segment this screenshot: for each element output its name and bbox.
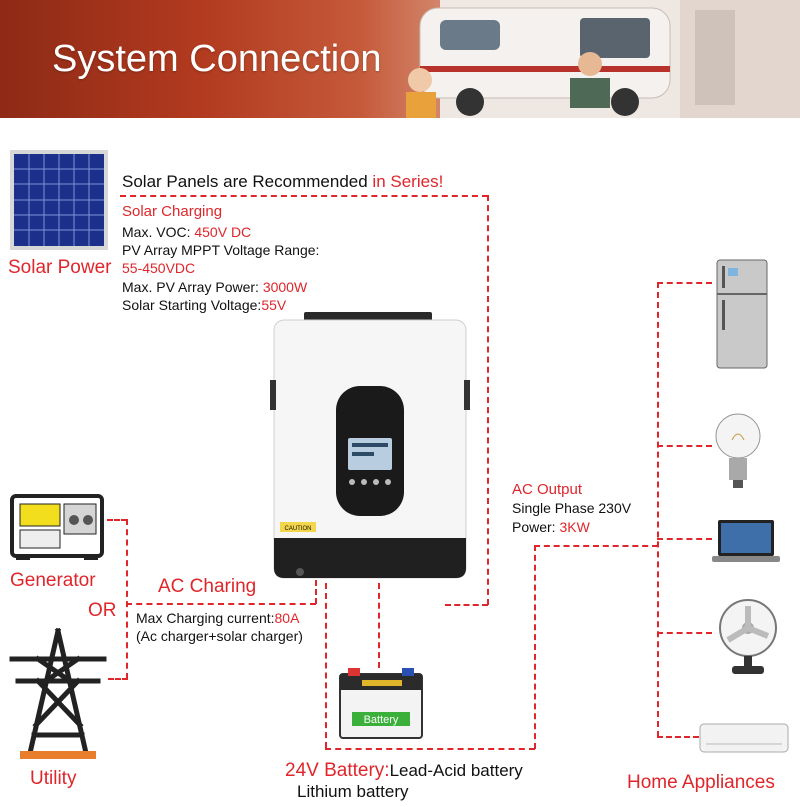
- or-label: OR: [88, 600, 117, 621]
- utility-label: Utility: [30, 768, 77, 789]
- battery-voltage: 24V Battery:: [285, 760, 390, 781]
- header-banner: System Connection: [0, 0, 800, 118]
- ac-charging-title: AC Charing: [158, 576, 257, 597]
- solar-start-label: Solar Starting Voltage:: [122, 297, 262, 313]
- battery-icon: Battery: [339, 668, 423, 739]
- light-bulb-icon: [715, 413, 761, 488]
- electric-fan-icon: [719, 599, 777, 674]
- ac-unit-link: [657, 736, 699, 738]
- solar-mppt-label: PV Array MPPT Voltage Range:: [122, 242, 320, 258]
- home-appliances-label: Home Appliances: [627, 772, 775, 793]
- solar-voc-value: 450V DC: [194, 224, 252, 240]
- solar-power-row: Max. PV Array Power: 3000W: [122, 279, 307, 295]
- battery-type-row: 24V Battery:Lead-Acid battery: [285, 760, 523, 782]
- ac-output-power-label: Power:: [512, 519, 556, 535]
- ac-charging-current-label: Max Charging current:: [136, 610, 275, 626]
- generator-link: [107, 519, 127, 521]
- solar-mppt-value: 55-450VDC: [122, 260, 196, 276]
- utility-tower-icon: [9, 628, 107, 759]
- solar-start-value: 55V: [261, 297, 287, 313]
- rv-camping-photo: [406, 0, 800, 118]
- battery-link-terminal: [378, 583, 380, 668]
- solar-headline-emphasis: in Series!: [372, 172, 444, 191]
- caution-sticker-text: CAUTION: [285, 526, 312, 532]
- battery-sticker-text: Battery: [364, 714, 399, 726]
- ac-charge-drop: [315, 580, 317, 604]
- bulb-link: [657, 445, 712, 447]
- refrigerator-icon: [716, 259, 768, 369]
- solar-headline: Solar Panels are Recommended in Series!: [122, 172, 443, 192]
- solar-pv-power-label: Max. PV Array Power:: [122, 279, 259, 295]
- inverter-unit-icon: CAUTION: [270, 312, 470, 579]
- ac-output-title: AC Output: [512, 481, 583, 498]
- air-conditioner-icon: [699, 723, 789, 753]
- fridge-link: [657, 282, 712, 284]
- battery-type-lead-acid: Lead-Acid battery: [389, 761, 523, 780]
- ac-output-link: [534, 545, 658, 547]
- generator-icon: [10, 494, 104, 560]
- solar-charging-title: Solar Charging: [122, 203, 223, 220]
- solar-link-bottom: [445, 604, 488, 606]
- source-link-vertical: [126, 519, 128, 679]
- ac-charge-link: [126, 603, 316, 605]
- solar-start-row: Solar Starting Voltage:55V: [122, 297, 286, 313]
- ac-output-phase: Single Phase 230V: [512, 500, 632, 516]
- generator-label: Generator: [10, 570, 96, 591]
- ac-charging-current-value: 80A: [274, 610, 300, 626]
- page-title: System Connection: [52, 38, 382, 80]
- solar-panel-icon: [10, 150, 108, 250]
- ac-charging-current-row: Max Charging current:80A: [136, 610, 299, 626]
- solar-pv-power-value: 3000W: [262, 279, 308, 295]
- laptop-link: [657, 538, 712, 540]
- solar-voc-label: Max. VOC:: [122, 224, 191, 240]
- fan-link: [657, 632, 712, 634]
- solar-voc-row: Max. VOC: 450V DC: [122, 224, 251, 240]
- solar-link-top: [120, 195, 488, 197]
- ac-output-power-value: 3KW: [559, 519, 590, 535]
- utility-link: [108, 678, 128, 680]
- battery-type-lithium: Lithium battery: [297, 782, 409, 801]
- appliance-bus: [657, 282, 659, 737]
- battery-link-left: [325, 583, 327, 748]
- solar-headline-text: Solar Panels are Recommended: [122, 172, 368, 191]
- ac-output-link-vertical: [534, 545, 536, 749]
- solar-link-right: [487, 195, 489, 605]
- laptop-icon: [712, 520, 780, 562]
- battery-link-bottom: [325, 748, 535, 750]
- ac-output-power-row: Power: 3KW: [512, 519, 590, 535]
- solar-power-label: Solar Power: [8, 257, 112, 278]
- ac-charging-note: (Ac charger+solar charger): [136, 628, 303, 644]
